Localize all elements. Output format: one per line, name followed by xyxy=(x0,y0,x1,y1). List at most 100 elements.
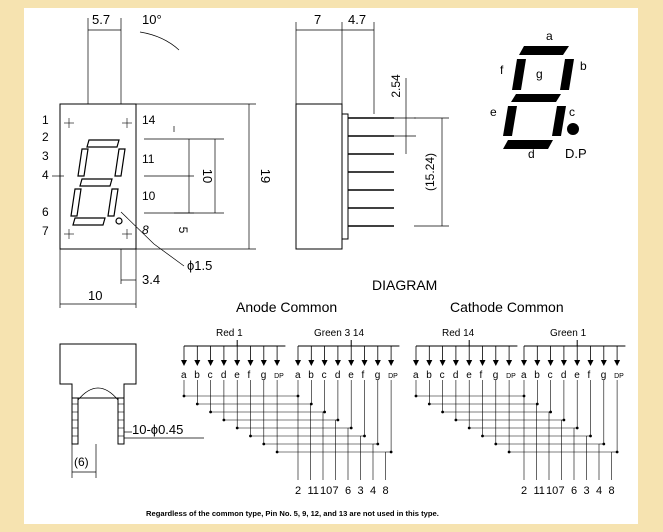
seg-label-c: c xyxy=(569,105,575,119)
dim-leads: 10-ϕ0.45 xyxy=(132,422,183,437)
cathode-red-seg-label-5: f xyxy=(480,370,483,381)
cathode-green-seg-label-7: DP xyxy=(614,373,624,380)
cathode-pin-num-0: 2 xyxy=(521,485,527,497)
pin-label-left-4: 4 xyxy=(42,168,49,182)
anode-right-label: Green 3 14 xyxy=(314,328,364,339)
anode-red-led-4 xyxy=(234,360,241,366)
cathode-red-seg-label-6: g xyxy=(493,370,499,381)
datasheet-drawing: 5.7 10° 1 2 3 4 6 7 1 xyxy=(42,12,626,518)
cathode-red-led-5 xyxy=(479,360,486,366)
cathode-red-led-0 xyxy=(413,360,419,366)
anode-pin-num-2: 10 xyxy=(320,485,332,497)
cathode-red-seg-label-3: d xyxy=(453,370,459,381)
cathode-red-led-3 xyxy=(452,360,459,366)
cathode-green-led-4 xyxy=(574,360,581,366)
anode-green-seg-label-7: DP xyxy=(388,373,398,380)
anode-dot-b-4 xyxy=(349,426,353,430)
bottom-view: 10-ϕ0.45 (6) xyxy=(59,343,204,478)
cathode-right-label: Green 1 xyxy=(550,328,587,339)
anode-red-seg-label-3: d xyxy=(221,370,227,381)
anode-red-seg-label-4: e xyxy=(234,370,240,381)
anode-dot-3 xyxy=(222,418,226,422)
cathode-dot-7 xyxy=(507,450,511,454)
anode-red-seg-label-6: g xyxy=(261,370,267,381)
anode-red-seg-label-1: b xyxy=(194,370,200,381)
datasheet-panel: 5.7 10° 1 2 3 4 6 7 1 xyxy=(24,8,638,524)
dim-pin-half: 5 xyxy=(176,227,190,234)
cathode-pin-num-4: 6 xyxy=(571,485,577,497)
dim-height: 19 xyxy=(258,169,273,183)
cathode-left-label: Red 14 xyxy=(442,328,475,339)
dim-diameter: ϕ1.5 xyxy=(187,258,212,273)
dim-lead: 4.7 xyxy=(348,12,366,27)
cathode-dot-b-7 xyxy=(615,450,619,454)
dim-span: (15.24) xyxy=(423,153,437,191)
circuit-diagram: DIAGRAM Anode Common Cathode Common Red … xyxy=(146,277,626,518)
anode-red-led-7 xyxy=(274,360,281,366)
anode-green-led-4 xyxy=(348,360,355,366)
anode-green-seg-label-6: g xyxy=(375,370,381,381)
pin-label-left-3: 3 xyxy=(42,149,49,163)
front-view: 5.7 10° 1 2 3 4 6 7 1 xyxy=(42,12,273,308)
pin-label-right-14: 14 xyxy=(142,113,156,127)
pin-label-right-8: 8 xyxy=(142,223,149,237)
anode-pin-num-0: 2 xyxy=(295,485,301,497)
pin-label-left-1: 1 xyxy=(42,113,49,127)
cathode-pin-num-1: 11 xyxy=(534,485,545,497)
anode-dot-7 xyxy=(275,450,279,454)
anode-red-led-1 xyxy=(194,360,201,366)
cathode-green-led-6 xyxy=(600,360,607,366)
dim-pin-pitch: 10 xyxy=(200,169,215,183)
cathode-green-led-5 xyxy=(587,360,594,366)
dim-base: (6) xyxy=(74,455,89,469)
anode-red-led-3 xyxy=(220,360,227,366)
cathode-dot-5 xyxy=(481,434,484,438)
cathode-green-seg-label-3: d xyxy=(561,370,567,381)
anode-red-led-6 xyxy=(260,360,267,366)
anode-dot-1 xyxy=(195,402,199,406)
anode-dot-5 xyxy=(249,434,252,438)
cathode-dot-1 xyxy=(427,402,431,406)
seg-label-e: e xyxy=(490,105,497,119)
dim-angle: 10° xyxy=(142,12,162,27)
anode-green-led-2 xyxy=(321,360,328,366)
anode-red-seg-label-2: c xyxy=(208,370,213,381)
front-seven-segment xyxy=(70,139,126,226)
cathode-pin-num-3: 7 xyxy=(559,485,565,497)
anode-pin-num-3: 7 xyxy=(333,485,339,497)
cathode-red-led-4 xyxy=(466,360,473,366)
cathode-red-led-2 xyxy=(439,360,446,366)
cathode-red-led-1 xyxy=(426,360,433,366)
dim-width: 10 xyxy=(88,288,102,303)
cathode-green-seg-label-4: e xyxy=(574,370,580,381)
cathode-dot-b-6 xyxy=(602,442,606,446)
dp-label: D.P xyxy=(565,146,587,161)
cathode-red-seg-label-7: DP xyxy=(506,373,516,380)
cathode-dot-b-5 xyxy=(589,434,592,438)
cathode-dot-4 xyxy=(467,426,471,430)
anode-green-led-1 xyxy=(308,360,315,366)
cathode-red-seg-label-0: a xyxy=(413,370,419,381)
anode-green-seg-label-4: e xyxy=(348,370,354,381)
seg-label-b: b xyxy=(580,59,587,73)
cathode-dot-b-2 xyxy=(549,410,552,414)
footnote: Regardless of the common type, Pin No. 5… xyxy=(146,509,439,518)
cathode-dot-3 xyxy=(454,418,458,422)
pin-label-right-10: 10 xyxy=(142,189,156,203)
anode-dot-b-3 xyxy=(336,418,340,422)
anode-green-seg-label-1: b xyxy=(308,370,314,381)
cathode-green-seg-label-2: c xyxy=(548,370,553,381)
seg-label-g: g xyxy=(536,67,543,81)
cathode-pin-num-6: 4 xyxy=(596,485,602,497)
anode-dot-2 xyxy=(209,410,213,414)
cathode-green-seg-label-1: b xyxy=(534,370,540,381)
cathode-green-led-2 xyxy=(547,360,554,366)
cathode-dot-0 xyxy=(414,394,418,398)
anode-red-led-5 xyxy=(247,360,254,366)
seg-label-a: a xyxy=(546,29,553,43)
anode-green-seg-label-0: a xyxy=(295,370,301,381)
seg-label-d: d xyxy=(528,147,535,161)
side-view: 7 4.7 2.54 (15.24) xyxy=(295,12,449,250)
cathode-green-seg-label-0: a xyxy=(521,370,527,381)
